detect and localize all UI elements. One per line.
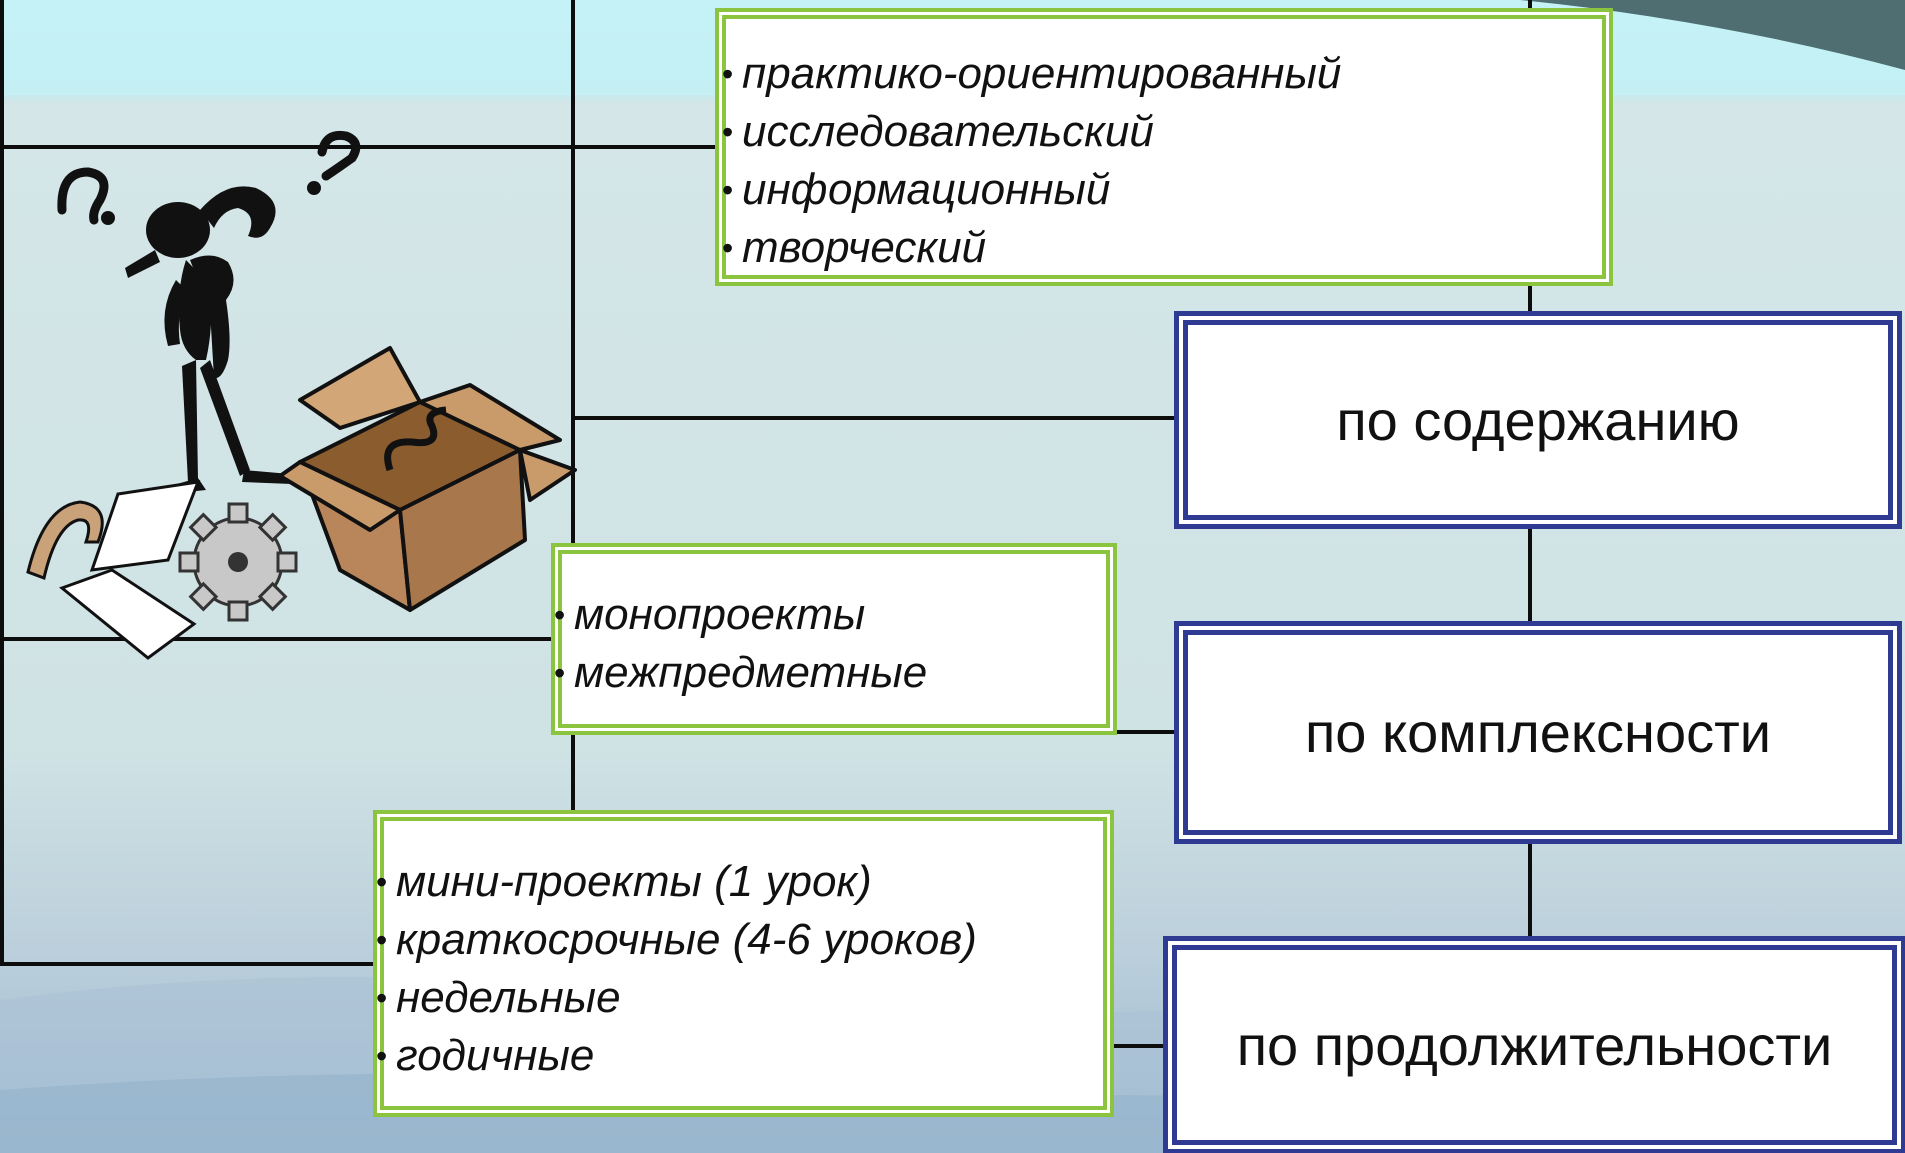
connector-line <box>1528 520 1532 630</box>
question-mark-icon <box>101 211 115 225</box>
duration-types-box: мини-проекты (1 урок) краткосрочные (4-6… <box>376 817 1107 1110</box>
connector-line <box>1528 0 1532 15</box>
connector-line <box>0 637 560 641</box>
category-label: по содержанию <box>1336 388 1740 452</box>
category-complexity-box: по комплексности <box>1183 630 1893 835</box>
question-mark-icon <box>317 130 361 181</box>
thinking-figure-icon <box>125 186 292 494</box>
category-label: по продолжительности <box>1236 1013 1833 1077</box>
list-item: краткосрочные (4-6 уроков) <box>376 911 1103 969</box>
connector-line <box>571 0 575 815</box>
hook-icon <box>26 500 104 581</box>
content-types-list: практико-ориентированный исследовательск… <box>722 45 1602 277</box>
list-item: исследовательский <box>722 103 1602 161</box>
category-label: по комплексности <box>1304 701 1772 764</box>
connector-line <box>1108 1044 1173 1048</box>
list-item: информационный <box>722 161 1602 219</box>
connector-line <box>1528 282 1532 320</box>
list-item: мини-проекты (1 урок) <box>376 853 1103 911</box>
category-content-box: по содержанию <box>1183 320 1893 520</box>
content-types-box: практико-ориентированный исследовательск… <box>722 15 1606 279</box>
list-item: монопроекты <box>554 586 1106 644</box>
paper-icon <box>58 480 201 660</box>
complexity-types-list: монопроекты межпредметные <box>554 586 1106 702</box>
gear-icon <box>178 502 298 622</box>
duration-types-list: мини-проекты (1 урок) краткосрочные (4-6… <box>376 853 1103 1085</box>
category-duration-box: по продолжительности <box>1172 945 1897 1145</box>
list-item: практико-ориентированный <box>722 45 1602 103</box>
connector-line <box>1110 730 1185 734</box>
connector-line <box>0 0 4 965</box>
question-mark-icon <box>57 167 109 225</box>
complexity-types-box: монопроекты межпредметные <box>554 550 1110 728</box>
list-item: творческий <box>722 219 1602 277</box>
box-icon <box>278 346 577 612</box>
list-item: межпредметные <box>554 644 1106 702</box>
connector-line <box>1528 835 1532 945</box>
list-item: годичные <box>376 1027 1103 1085</box>
question-mark-icon <box>307 181 321 195</box>
clipart-illustration <box>26 130 577 660</box>
connector-line <box>571 416 1183 420</box>
list-item: недельные <box>376 969 1103 1027</box>
connector-line <box>0 962 380 966</box>
